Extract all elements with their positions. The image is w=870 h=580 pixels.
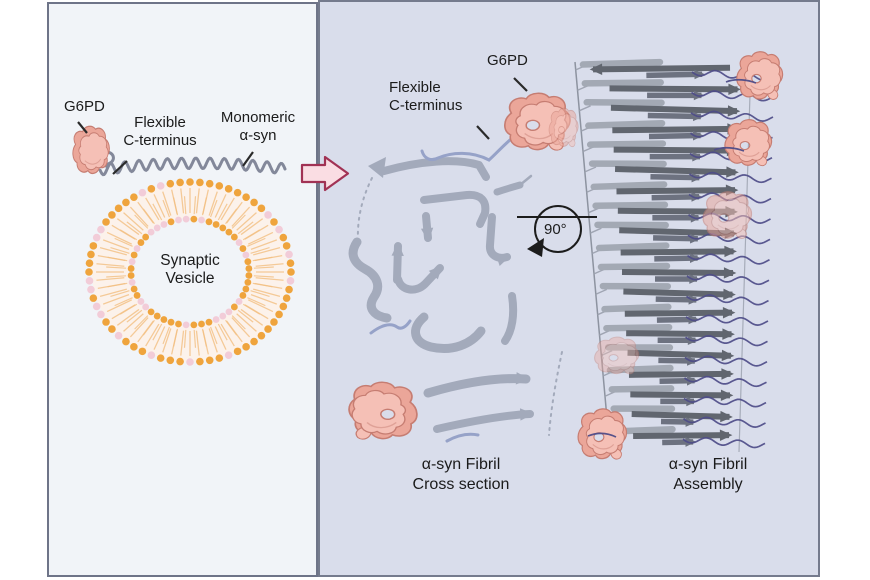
g6pd-label-right: G6PD	[487, 52, 528, 69]
fibril-cross-section-icon	[348, 157, 563, 436]
cterminus-tail-icons	[369, 128, 524, 443]
g6pd-pointer-line-right	[513, 77, 528, 92]
flexible-cterminus-label-right: Flexible C-terminus	[389, 79, 462, 114]
cross-caption-line1: α-syn Fibril	[421, 456, 501, 473]
rotation-90-icon	[517, 205, 597, 257]
assembly-caption-line2: Assembly	[673, 475, 743, 493]
monomeric-line2: α-syn	[239, 126, 277, 144]
vesicle-line2: Vesicle	[165, 270, 215, 288]
flexible-right-line2: C-terminus	[389, 96, 463, 114]
flexible-cterminus-label-left: Flexible C-terminus	[108, 114, 212, 149]
flexible-line1: Flexible	[134, 114, 186, 131]
monomeric-line1: Monomeric	[220, 109, 296, 126]
synaptic-vesicle-icon	[85, 178, 295, 366]
flexible-pointer-line-left	[112, 160, 128, 175]
assembly-caption: α-syn Fibril Assembly	[648, 455, 768, 494]
monomeric-asyn-chain-icon	[98, 156, 287, 177]
fibril-assembly-icon	[574, 58, 775, 453]
monomeric-pointer-line	[242, 151, 254, 167]
synaptic-vesicle-label: Synaptic Vesicle	[140, 252, 240, 289]
rotation-arrowhead-icon	[527, 238, 544, 257]
cross-caption-line2: Cross section	[412, 475, 510, 493]
vesicle-line1: Synaptic	[160, 252, 220, 269]
g6pd-label-left: G6PD	[64, 98, 105, 115]
g6pd-protein-icon-left	[69, 123, 113, 176]
g6pd-proteins-on-fibril	[548, 51, 784, 460]
assembly-caption-line1: α-syn Fibril	[668, 456, 748, 473]
rotation-angle-label: 90°	[544, 221, 567, 238]
transition-arrow-icon	[300, 155, 350, 192]
g6pd-pointer-line-left	[77, 121, 88, 134]
flexible-line2: C-terminus	[123, 131, 197, 149]
flexible-pointer-line-right	[476, 125, 490, 140]
monomeric-asyn-label: Monomeric α-syn	[210, 109, 306, 144]
g6pd-protein-icon-cross-section	[348, 381, 418, 440]
flexible-right-line1: Flexible	[389, 79, 441, 96]
cterminus-into-g6pd-icons	[587, 78, 757, 438]
cross-section-caption: α-syn Fibril Cross section	[400, 455, 522, 494]
